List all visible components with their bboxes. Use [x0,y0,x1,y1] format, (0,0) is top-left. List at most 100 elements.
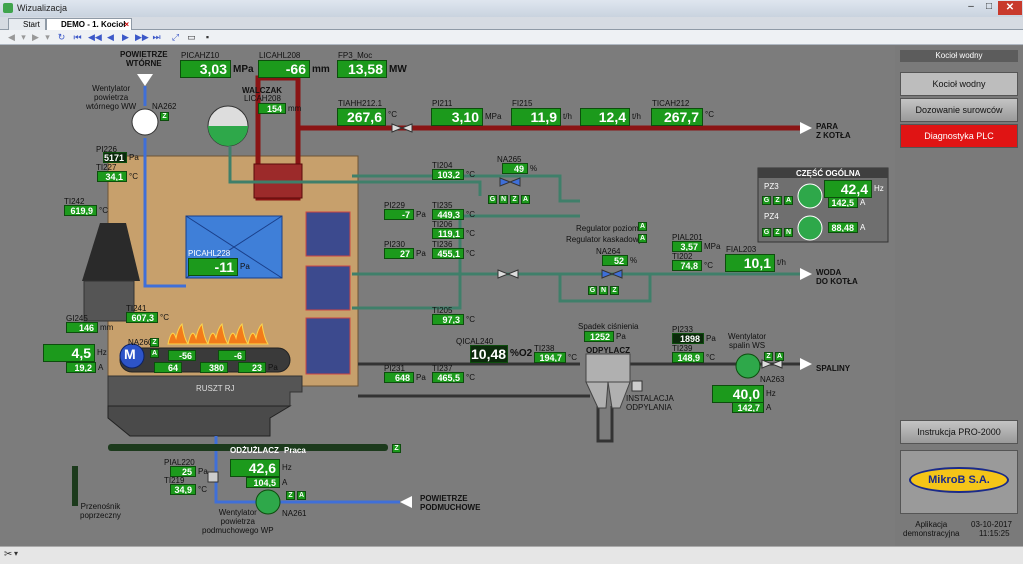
tools-icon[interactable]: ✂ [4,549,13,560]
fp3-tag: FP3_Moc [338,51,373,60]
fial203-tag: FIAL203 [726,245,757,254]
logo-box: MikroB S.A. [900,450,1018,514]
right-sidebar: Kocioł wodny Kocioł wodny Dozowanie suro… [895,46,1023,546]
label-czesc-ogolna: CZĘŚĆ OGÓLNA [796,169,861,178]
label-reg-kaskadowy: Regulator kaskadowy [566,235,643,244]
na265-mode-g[interactable]: G [488,195,497,204]
close-icon[interactable]: ✕ [998,1,1022,15]
next-icon[interactable]: ▶ [122,32,129,42]
back-icon[interactable]: ◀ [8,32,15,42]
rewind-icon[interactable]: ◀◀ [88,32,102,42]
pi211-value: 3,10 [431,108,483,126]
pi229-unit: Pa [416,210,426,219]
pz3-mode-z[interactable]: Z [773,196,782,205]
licah208-value: 154 [258,103,286,114]
fast-forward-icon[interactable]: ▶▶ [135,32,149,42]
na265-value: 49 [502,163,528,174]
qical240-unit: %O2 [510,348,533,359]
ws-a-value: 142,7 [732,402,764,413]
na265-unit: % [530,164,538,173]
pz4-tag: PZ4 [764,212,779,221]
tab-start[interactable]: Start [8,18,46,30]
fi215-unit: t/h [563,112,572,121]
pz4-mode-n[interactable]: N [784,228,793,237]
licahl208-tag: LICAHL208 [259,51,301,60]
maximize-icon[interactable]: □ [985,1,993,12]
reg-kaskadowy-a[interactable]: A [638,234,647,243]
nav-dozowanie[interactable]: Dozowanie surowców [900,98,1018,122]
tab-bar: Start DEMO - 1. Kocioł wodny× [0,17,1023,40]
na265-mode-z[interactable]: Z [510,195,519,204]
gi245-value: 146 [66,322,98,333]
gi245-unit: mm [100,323,114,332]
pz3-mode-a[interactable]: A [784,196,793,205]
reload-icon[interactable]: ↻ [57,32,66,42]
date-label: 03-10-2017 [971,520,1012,529]
ws-mode-z[interactable]: Z [764,352,773,361]
czesc-ogolna-header [758,168,888,178]
na264-mode-n[interactable]: N [599,286,608,295]
forward-dropdown-icon[interactable]: ▾ [45,32,50,42]
monitor-icon[interactable]: ▭ [187,32,196,42]
mikrob-logo: MikroB S.A. [909,467,1009,493]
last-icon[interactable]: ⏭ [152,32,161,42]
na264-mode-g[interactable]: G [588,286,597,295]
label-instalacja: INSTALACJA ODPYLANIA [626,394,674,412]
back-dropdown-icon[interactable]: ▾ [21,32,26,42]
qical240-value: 10,48 [470,345,508,363]
reg-poziomu-a[interactable]: A [638,222,647,231]
na260-mode-z[interactable]: Z [150,338,159,347]
pz3-a-unit: A [860,198,866,207]
ti237-tag: TI237 [432,364,453,373]
wp-mode-a[interactable]: A [297,491,306,500]
odzuzlacz-mode-z[interactable]: Z [392,444,401,453]
gi245-tag: GI245 [66,314,88,323]
pi211-unit: MPa [485,112,502,121]
minimize-icon[interactable]: – [968,1,974,12]
ti241-tag: TI241 [126,304,147,313]
label-odzuzlacz: ODŻUŻLACZ [230,446,279,455]
pz4-mode-g[interactable]: G [762,228,771,237]
nav-diagnostyka[interactable]: Diagnostyka PLC [900,124,1018,148]
qical240-tag: QICAL240 [456,337,494,346]
ws-mode-a[interactable]: A [775,352,784,361]
label-praca: Praca [284,446,306,455]
ti239-value: 148,9 [672,352,704,363]
odpylacz-cone-2 [607,381,631,409]
prev-icon[interactable]: ◀ [107,32,114,42]
na264-mode-z[interactable]: Z [610,286,619,295]
tab-close-icon[interactable]: × [124,20,129,29]
ws-tag: NA263 [760,375,785,384]
ti205-tag: TI205 [432,306,453,315]
ws-hz-value: 40,0 [712,385,764,403]
tab-demo-kociol[interactable]: DEMO - 1. Kocioł wodny× [46,18,132,40]
label-walczak: WALCZAK [242,86,282,95]
grate-base [107,405,292,437]
motor-m-icon: M [124,346,136,362]
nav-instrukcja[interactable]: Instrukcja PRO-2000 [900,420,1018,444]
forward-icon[interactable]: ▶ [32,32,39,42]
ticah212-tag: TICAH212 [652,99,690,108]
ti237-unit: °C [466,373,475,382]
na260-mode-a[interactable]: A [150,349,159,358]
na265-mode-n[interactable]: N [499,195,508,204]
pz4-pump [797,215,823,241]
first-icon[interactable]: ⏮ [73,32,82,42]
wp-mode-z[interactable]: Z [286,491,295,500]
wp-tag: NA261 [282,509,307,518]
ww-mode-z[interactable]: Z [160,112,169,121]
window-title: Wizualizacja [17,3,68,13]
save-icon[interactable]: ▪ [205,32,210,42]
tools-dropdown-icon[interactable]: ▾ [14,549,19,558]
wp-hz-value: 42,6 [230,459,280,477]
pz4-mode-z[interactable]: Z [773,228,782,237]
nav-kociol-wodny[interactable]: Kocioł wodny [900,72,1018,96]
fullscreen-icon[interactable]: ⤢ [171,32,180,42]
pi231-unit: Pa [416,373,426,382]
pz3-mode-g[interactable]: G [762,196,771,205]
na265-mode-a[interactable]: A [521,195,530,204]
ti238-unit: °C [568,353,577,362]
ti204-tag: TI204 [432,161,453,170]
ti227-tag: TI227 [96,163,117,172]
pial201-value: 3,57 [672,241,702,252]
